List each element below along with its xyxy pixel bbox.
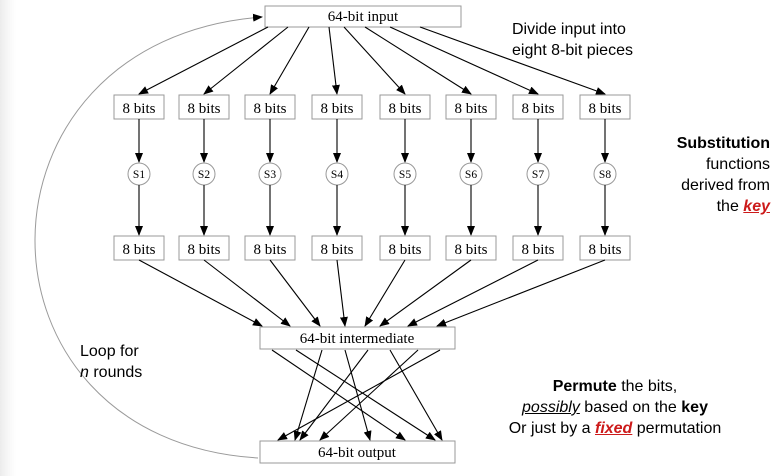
top-piece-box-5 <box>379 94 431 120</box>
substitution-key-word: key <box>743 198 770 215</box>
intermediate-label: 64-bit intermediate <box>300 331 415 347</box>
permute-arrow-7 <box>319 349 419 441</box>
bottom-piece-box-2 <box>178 235 230 261</box>
sbox-label-3: S3 <box>264 169 276 181</box>
permute-arrow-2 <box>295 349 436 441</box>
top-piece-label-7: 8 bits <box>522 101 555 117</box>
divide-note-line1: Divide input into <box>512 21 626 38</box>
permute-arrow-8 <box>277 349 441 441</box>
top-piece-box-7 <box>512 94 564 120</box>
loop-note-line1: Loop for <box>80 343 139 360</box>
top-piece-label-8: 8 bits <box>589 101 622 117</box>
bottom-piece-box-6 <box>445 235 497 261</box>
loop-arrow <box>34 13 263 459</box>
substitution-line3: derived from <box>681 177 770 194</box>
bottom-piece-box-7 <box>512 235 564 261</box>
input-arrow-5 <box>343 26 406 95</box>
input-box <box>264 5 462 28</box>
top-piece-label-5: 8 bits <box>389 101 422 117</box>
top-piece-label-6: 8 bits <box>455 101 488 117</box>
sbox-label-5: S5 <box>399 169 411 181</box>
input-arrow-6 <box>364 26 472 95</box>
permute-line2-mid: based on the <box>579 399 682 416</box>
to-intermediate-arrow-3 <box>269 259 321 327</box>
permute-line1-rest: the bits, <box>616 378 678 395</box>
fixed-word: fixed <box>594 420 633 437</box>
bottom-piece-label-4: 8 bits <box>321 242 354 258</box>
to-intermediate-arrow-6 <box>379 259 472 327</box>
bottom-piece-label-1: 8 bits <box>123 242 156 258</box>
top-piece-box-4 <box>311 94 363 120</box>
sbox-label-1: S1 <box>133 169 145 181</box>
bottom-piece-box-4 <box>311 235 363 261</box>
loop-note-rounds: rounds <box>88 364 143 381</box>
to-intermediate-arrow-7 <box>407 259 539 327</box>
input-arrow-3 <box>269 26 310 95</box>
bottom-piece-label-7: 8 bits <box>522 242 555 258</box>
top-piece-box-1 <box>113 94 165 120</box>
sbox-label-4: S4 <box>331 169 343 181</box>
sbox-label-8: S8 <box>599 169 611 181</box>
input-arrow-7 <box>389 26 539 95</box>
permute-line3-rest: permutation <box>632 420 722 437</box>
to-intermediate-arrow-1 <box>138 259 263 327</box>
sbox-label-6: S6 <box>465 169 477 181</box>
to-intermediate-arrow-2 <box>203 259 291 327</box>
substitution-line4-prefix: the <box>716 198 744 215</box>
permute-arrow-1 <box>271 349 406 441</box>
substitution-note: Substitution functions derived from the … <box>640 133 770 217</box>
top-piece-label-1: 8 bits <box>123 101 156 117</box>
to-intermediate-arrow-8 <box>436 259 606 327</box>
permute-word: Permute <box>552 378 617 395</box>
input-arrow-4 <box>328 26 340 95</box>
bottom-piece-label-2: 8 bits <box>188 242 221 258</box>
bottom-piece-label-3: 8 bits <box>254 242 287 258</box>
intermediate-box <box>259 326 456 350</box>
substitution-line2: functions <box>705 156 770 173</box>
top-piece-label-4: 8 bits <box>321 101 354 117</box>
permute-arrow-6 <box>389 349 443 441</box>
permute-note: Permute the bits, possibly based on the … <box>470 376 760 439</box>
input-arrow-1 <box>138 26 269 95</box>
bottom-piece-label-8: 8 bits <box>589 242 622 258</box>
output-label: 64-bit output <box>318 445 397 461</box>
permute-arrow-5 <box>299 349 369 441</box>
substitution-title: Substitution <box>676 135 770 152</box>
possibly-word: possibly <box>522 399 580 416</box>
output-box <box>259 440 456 464</box>
input-arrow-8 <box>419 26 606 95</box>
input-label: 64-bit input <box>328 9 399 25</box>
input-arrow-2 <box>203 26 289 95</box>
sbox-label-7: S7 <box>532 169 544 181</box>
bottom-piece-label-5: 8 bits <box>389 242 422 258</box>
permute-arrow-4 <box>344 349 372 441</box>
permute-line3-prefix: Or just by a <box>508 420 595 437</box>
sbox-label-2: S2 <box>198 169 210 181</box>
loop-note-n: n <box>80 364 89 381</box>
top-piece-box-8 <box>579 94 631 120</box>
divide-note: Divide input into eight 8-bit pieces <box>512 19 633 61</box>
top-piece-label-3: 8 bits <box>254 101 287 117</box>
bottom-piece-box-5 <box>379 235 431 261</box>
loop-note: Loop for n rounds <box>80 341 142 383</box>
permute-arrow-3 <box>293 349 323 441</box>
bottom-piece-box-1 <box>113 235 165 261</box>
top-piece-box-3 <box>244 94 296 120</box>
to-intermediate-arrow-5 <box>364 259 406 327</box>
bottom-piece-label-6: 8 bits <box>455 242 488 258</box>
to-intermediate-arrow-4 <box>336 259 348 327</box>
bottom-piece-box-8 <box>579 235 631 261</box>
permute-key-word: key <box>681 399 708 416</box>
divide-note-line2: eight 8-bit pieces <box>512 42 633 59</box>
top-piece-box-6 <box>445 94 497 120</box>
top-piece-label-2: 8 bits <box>188 101 221 117</box>
